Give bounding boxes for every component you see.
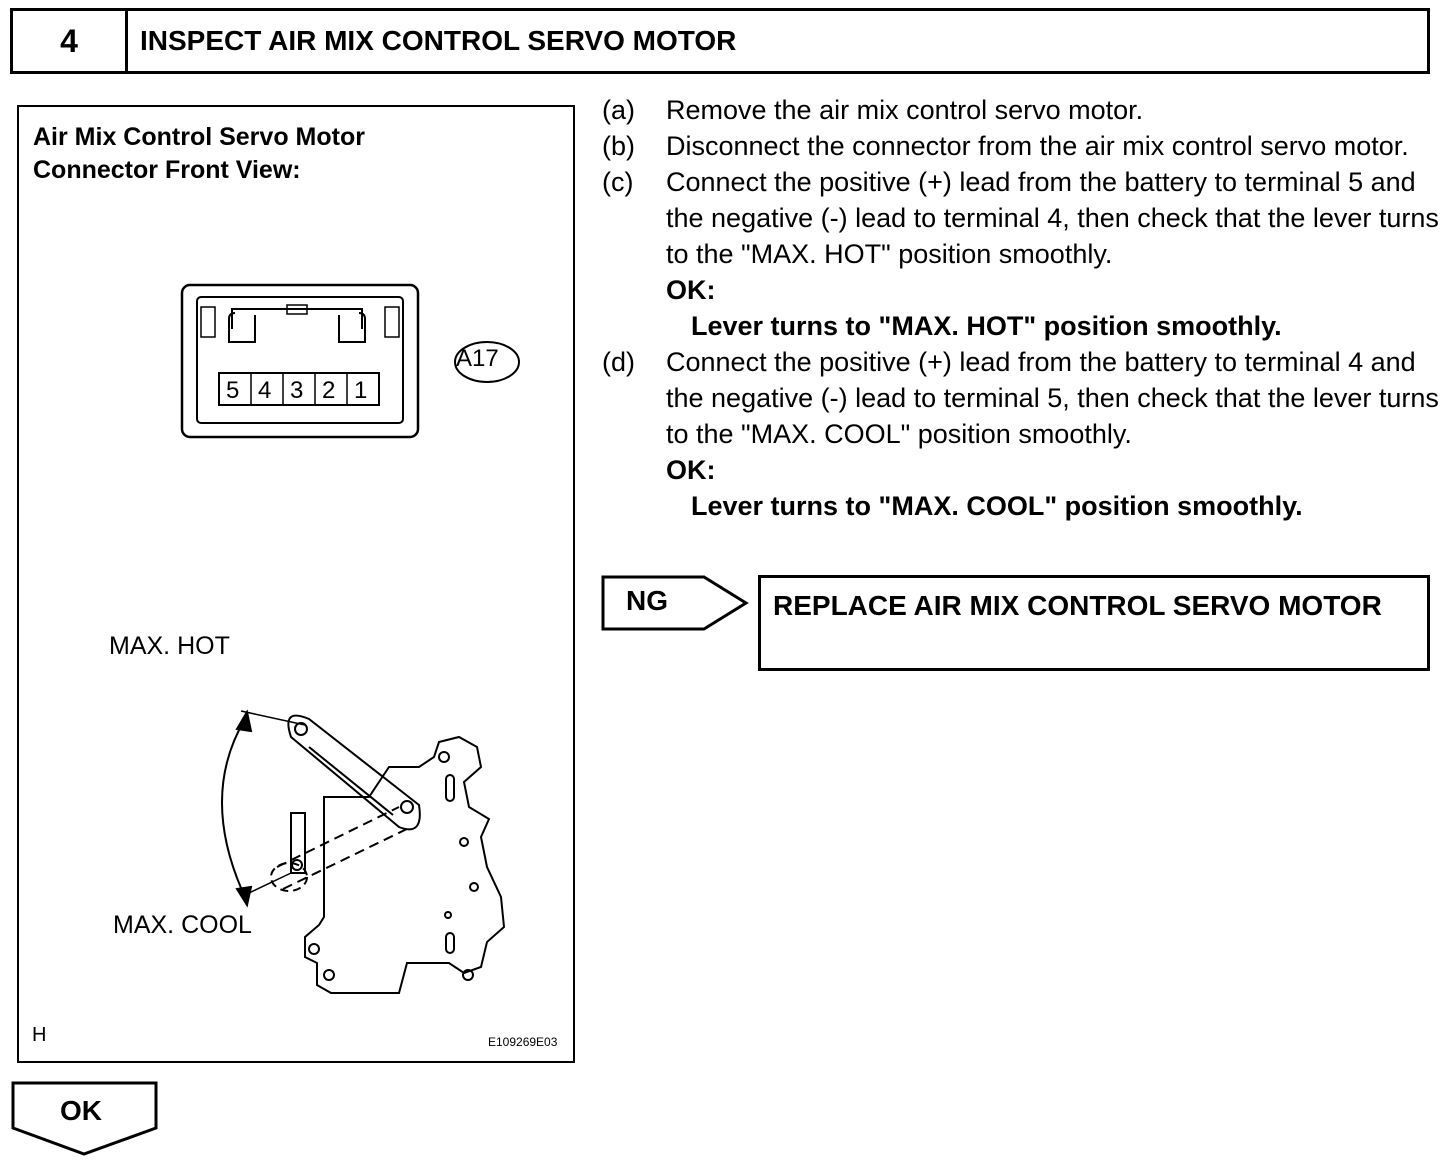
step-d-ok-result: Lever turns to "MAX. COOL" position smoo… xyxy=(691,491,1303,521)
corner-mark: H xyxy=(32,1024,47,1046)
connector-diagram xyxy=(180,283,420,439)
step-c-label: (c) xyxy=(602,167,634,197)
ng-label: NG xyxy=(626,585,668,616)
step-number: 4 xyxy=(13,11,128,71)
step-title: INSPECT AIR MIX CONTROL SERVO MOTOR xyxy=(140,25,737,56)
ng-arrow xyxy=(601,575,749,631)
step-d-label: (d) xyxy=(602,347,635,377)
figure-title-line2: Connector Front View: xyxy=(33,156,301,184)
figure-drawing xyxy=(180,283,520,994)
ok-label: OK xyxy=(60,1095,102,1126)
step-c-text: Connect the positive (+) lead from the b… xyxy=(666,167,1439,269)
pin-5: 5 xyxy=(226,377,240,404)
procedure-steps: (a) Remove the air mix control servo mot… xyxy=(602,92,1442,524)
figure-title-line1: Air Mix Control Servo Motor xyxy=(33,123,365,151)
step-c: (c) Connect the positive (+) lead from t… xyxy=(602,164,1442,344)
step-b: (b) Disconnect the connector from the ai… xyxy=(602,128,1442,164)
servo-motor-drawing xyxy=(221,709,506,994)
connector-code: A17 xyxy=(456,345,499,372)
step-a-text: Remove the air mix control servo motor. xyxy=(666,95,1144,125)
pin-1: 1 xyxy=(354,377,368,404)
step-a: (a) Remove the air mix control servo mot… xyxy=(602,92,1442,128)
step-c-ok-result: Lever turns to "MAX. HOT" position smoot… xyxy=(691,311,1282,341)
figure-title: Air Mix Control Servo Motor Connector Fr… xyxy=(33,121,365,187)
pin-2: 2 xyxy=(322,377,336,404)
ng-action-box: REPLACE AIR MIX CONTROL SERVO MOTOR xyxy=(758,575,1430,671)
connector-code-ellipse xyxy=(454,341,520,383)
label-max-cool: MAX. COOL xyxy=(113,911,252,939)
figure-id: E109269E03 xyxy=(488,1035,558,1049)
pin-4: 4 xyxy=(258,377,272,404)
pin-3: 3 xyxy=(290,377,304,404)
label-max-hot: MAX. HOT xyxy=(109,632,230,660)
step-b-label: (b) xyxy=(602,131,635,161)
step-d-text: Connect the positive (+) lead from the b… xyxy=(666,347,1439,449)
ng-action-text: REPLACE AIR MIX CONTROL SERVO MOTOR xyxy=(773,590,1382,621)
step-a-label: (a) xyxy=(602,95,635,125)
ok-arrow xyxy=(11,1081,158,1156)
connector-figure: Air Mix Control Servo Motor Connector Fr… xyxy=(17,105,575,1063)
step-d: (d) Connect the positive (+) lead from t… xyxy=(602,344,1442,524)
step-header: 4 INSPECT AIR MIX CONTROL SERVO MOTOR xyxy=(10,8,1430,74)
step-b-text: Disconnect the connector from the air mi… xyxy=(666,131,1409,161)
step-c-ok-label: OK: xyxy=(666,275,716,305)
step-d-ok-label: OK: xyxy=(666,455,716,485)
